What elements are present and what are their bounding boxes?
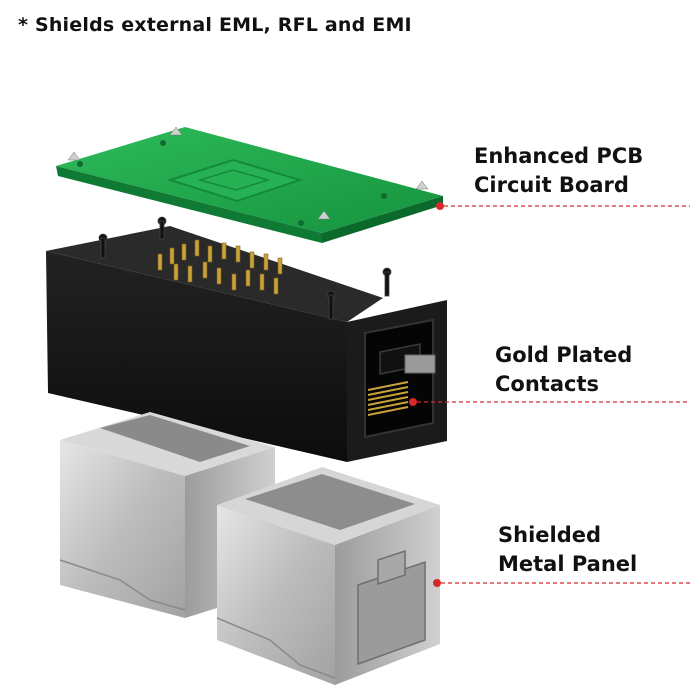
housing-top-face bbox=[46, 226, 383, 322]
shield-left-opening bbox=[100, 415, 250, 462]
callout-pcb-leader bbox=[436, 202, 690, 210]
pcb-chip-pad bbox=[166, 158, 304, 203]
pcb-screw bbox=[169, 126, 183, 136]
pcb-hole bbox=[298, 220, 304, 226]
housing-front-face bbox=[46, 251, 347, 462]
metal-shield-right bbox=[216, 467, 440, 685]
callout-pcb-line-2: Circuit Board bbox=[474, 173, 629, 197]
shield-right-rj45-notch bbox=[377, 549, 406, 586]
pcb-chip-inner bbox=[197, 169, 271, 191]
rj45-port bbox=[364, 318, 434, 439]
housing-posts bbox=[98, 216, 392, 320]
shield-left-front bbox=[60, 440, 185, 618]
callout-panel-line-2: Metal Panel bbox=[498, 552, 638, 576]
pcb-board bbox=[56, 126, 443, 243]
shield-right-opening bbox=[245, 474, 415, 530]
callout-contacts-line-1: Gold Plated bbox=[495, 343, 633, 367]
pcb-screw bbox=[317, 210, 331, 220]
pcb-hole bbox=[77, 161, 83, 167]
pcb-screw bbox=[415, 180, 429, 190]
headline: * Shields external EML, RFL and EMI bbox=[18, 14, 412, 36]
shield-left-crease bbox=[59, 559, 186, 611]
pcb-front-edge bbox=[56, 166, 322, 243]
pcb-screw bbox=[67, 151, 81, 161]
callout-panel-leader bbox=[433, 579, 690, 587]
callout-contacts-label: Gold Plated Contacts bbox=[495, 341, 632, 399]
callout-panel-line-1: Shielded bbox=[498, 523, 602, 547]
callout-pcb-label: Enhanced PCB Circuit Board bbox=[474, 142, 643, 200]
pcb-hole bbox=[160, 140, 166, 146]
shield-right-crease bbox=[216, 617, 336, 679]
callout-contacts-leader bbox=[409, 398, 690, 406]
black-housing bbox=[46, 216, 447, 462]
callout-pcb-line-1: Enhanced PCB bbox=[474, 144, 644, 168]
shield-right-front bbox=[217, 505, 335, 685]
port-contacts bbox=[367, 381, 409, 416]
callout-contacts-line-2: Contacts bbox=[495, 372, 599, 396]
port-latch bbox=[404, 354, 436, 374]
pcb-hole bbox=[381, 193, 387, 199]
pcb-side-edge bbox=[322, 196, 443, 243]
callout-panel-label: Shielded Metal Panel bbox=[498, 521, 637, 579]
gold-pins bbox=[157, 239, 283, 295]
